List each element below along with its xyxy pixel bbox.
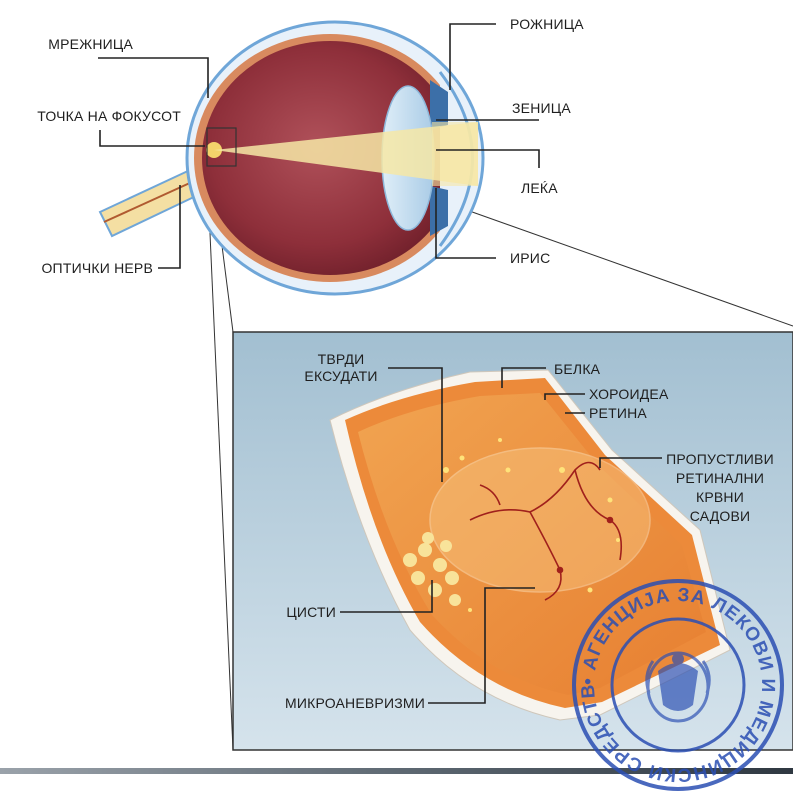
retina-layer-label: РЕТИНА [589,405,647,422]
lens-label: ЛЕЌА [521,180,558,197]
optic-nerve [100,170,196,236]
optic-nerve-label: ОПТИЧКИ НЕРВ [41,260,153,277]
leaky-vessels-label: ПРОПУСТЛИВИ РЕТИНАЛНИ КРВНИ САДОВИ [656,450,784,526]
microaneurysms-label: МИКРОАНЕВРИЗМИ [285,695,425,712]
focal-point-label: ТОЧКА НА ФОКУСОТ [37,108,181,125]
choroid-label: ХОРОИДЕА [589,386,669,403]
hard-exudates-line1: ТВРДИ [296,351,386,368]
sclera-label: БЕЛКА [554,361,600,378]
stamp-graphic: • АГЕНЦИЈА ЗА ЛЕКОВИ И МЕДИЦИНСКИ СРЕДСТ… [563,575,793,794]
leaky-vessels-line3: КРВНИ [656,488,784,507]
iris-label: ИРИС [510,250,550,267]
leaky-vessels-line2: РЕТИНАЛНИ [656,469,784,488]
agency-stamp: • АГЕНЦИЈА ЗА ЛЕКОВИ И МЕДИЦИНСКИ СРЕДСТ… [563,575,793,794]
leaky-vessels-line4: САДОВИ [656,507,784,526]
leaky-vessels-line1: ПРОПУСТЛИВИ [656,450,784,469]
pupil-label: ЗЕНИЦА [512,100,571,117]
hard-exudates-line2: ЕКСУДАТИ [296,368,386,385]
cornea-label: РОЖНИЦА [510,16,584,33]
hard-exudates-label: ТВРДИ ЕКСУДАТИ [296,351,386,385]
cysts-label: ЦИСТИ [286,604,336,621]
retina-label: МРЕЖНИЦА [48,36,133,53]
